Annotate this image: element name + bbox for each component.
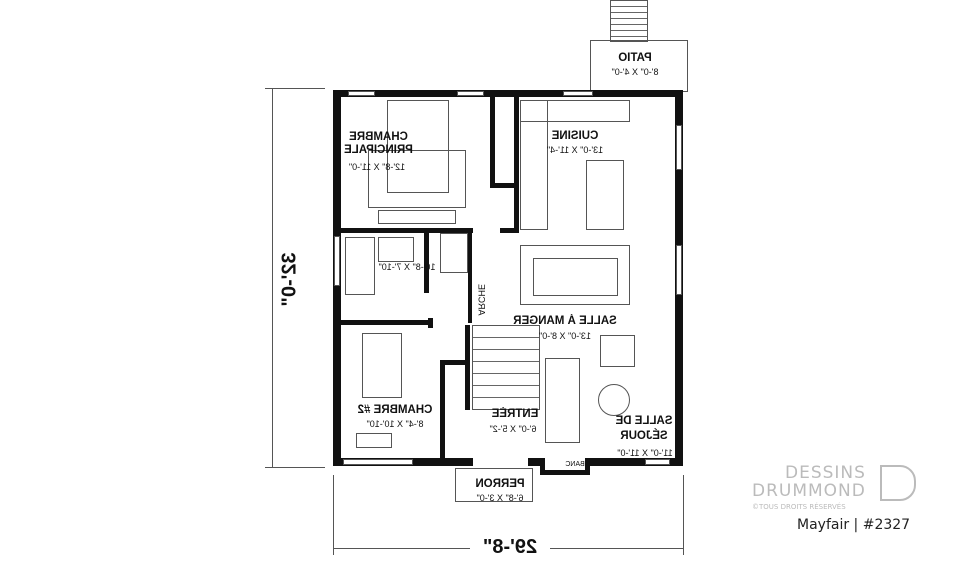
desk: [356, 433, 392, 448]
room-dims-perron: 6'-8" X 3'-0": [476, 493, 524, 503]
bed-2: [362, 333, 402, 398]
room-name-bed2: CHAMBRE #2: [357, 404, 433, 416]
room-dims-master: 12'-8" X 11'-0": [348, 162, 406, 172]
bay-wall: [540, 458, 590, 475]
dining-table: [533, 258, 618, 296]
window: [676, 125, 682, 170]
brand-rights: ©TOUS DROITS RÉSERVÉS: [752, 503, 846, 511]
vanity: [378, 237, 414, 262]
dimension-tick: [683, 475, 684, 555]
bathtub: [345, 237, 375, 295]
dimension-tick: [333, 475, 334, 555]
window: [334, 236, 340, 286]
room-name-living: SALLE DE SÉJOUR: [615, 415, 673, 442]
wall: [428, 318, 433, 328]
room-name-perron: PERRON: [475, 478, 525, 490]
room-dims-entry: 6'-0" X 5'-2": [489, 424, 537, 434]
bench-label: BANC: [565, 461, 585, 468]
bed-master: [387, 100, 449, 193]
kitchen-island: [586, 160, 624, 230]
wall: [424, 233, 429, 293]
room-dims-bed2: 8'-4" X 10'-10": [366, 419, 424, 429]
window: [457, 91, 484, 96]
brand-line1: DESSINS: [785, 463, 866, 483]
stairs: [472, 325, 540, 410]
wall-top: [333, 90, 683, 97]
brand-logo-icon: [880, 465, 916, 501]
rug: [368, 150, 466, 208]
patio: [590, 40, 688, 92]
window: [676, 245, 682, 295]
room-name-master: CHAMBRE PRINCIPALE: [344, 131, 413, 156]
room-dims-living: 11'-0" X 11'-0": [617, 448, 673, 458]
wall: [440, 360, 470, 365]
room-dims-bath: 10'-8" X 7'-10": [378, 262, 436, 272]
room-name-dining: SALLE À MANGER: [513, 315, 617, 327]
dimension-depth-label: 32'-0": [278, 252, 301, 307]
wall-bottom-right: [528, 458, 683, 466]
room-name-patio: PATIO: [618, 52, 652, 64]
perron: [455, 468, 533, 502]
counter: [520, 100, 630, 122]
brand-line2: DRUMMOND: [752, 481, 866, 501]
sofa: [545, 358, 580, 443]
dimension-line-depth: [272, 88, 273, 468]
shower: [440, 233, 468, 273]
patio-stairs: [610, 0, 648, 42]
room-dims-kitchen: 13'-0" X 11'-4": [546, 145, 604, 155]
dining-rug: [520, 245, 630, 305]
dresser: [378, 210, 456, 224]
plan-name: Mayfair | #2327: [797, 517, 911, 533]
room-dims-dining: 13'-0" X 8'-0": [539, 331, 591, 341]
dimension-width-label: 29'-8": [470, 536, 550, 559]
room-name-kitchen: CUISINE: [551, 130, 599, 142]
wall: [468, 233, 472, 323]
wall: [490, 183, 515, 188]
armchair: [600, 335, 635, 367]
room-name-entry: ENTRÉE: [491, 408, 539, 420]
window: [563, 91, 593, 96]
window: [645, 459, 670, 465]
wall: [333, 320, 433, 325]
dimension-tick: [265, 467, 325, 468]
coffee-table: [598, 384, 630, 416]
wall: [333, 228, 473, 233]
arch-label: ARCHE: [476, 283, 487, 316]
wall: [465, 325, 470, 410]
dimension-tick: [265, 88, 325, 89]
window: [348, 91, 375, 96]
wall: [440, 360, 445, 460]
wall: [514, 97, 519, 232]
wall: [490, 97, 495, 187]
wall: [500, 228, 519, 233]
window: [343, 459, 413, 465]
room-dims-patio: 8'-0" X 4'-0": [611, 67, 659, 77]
